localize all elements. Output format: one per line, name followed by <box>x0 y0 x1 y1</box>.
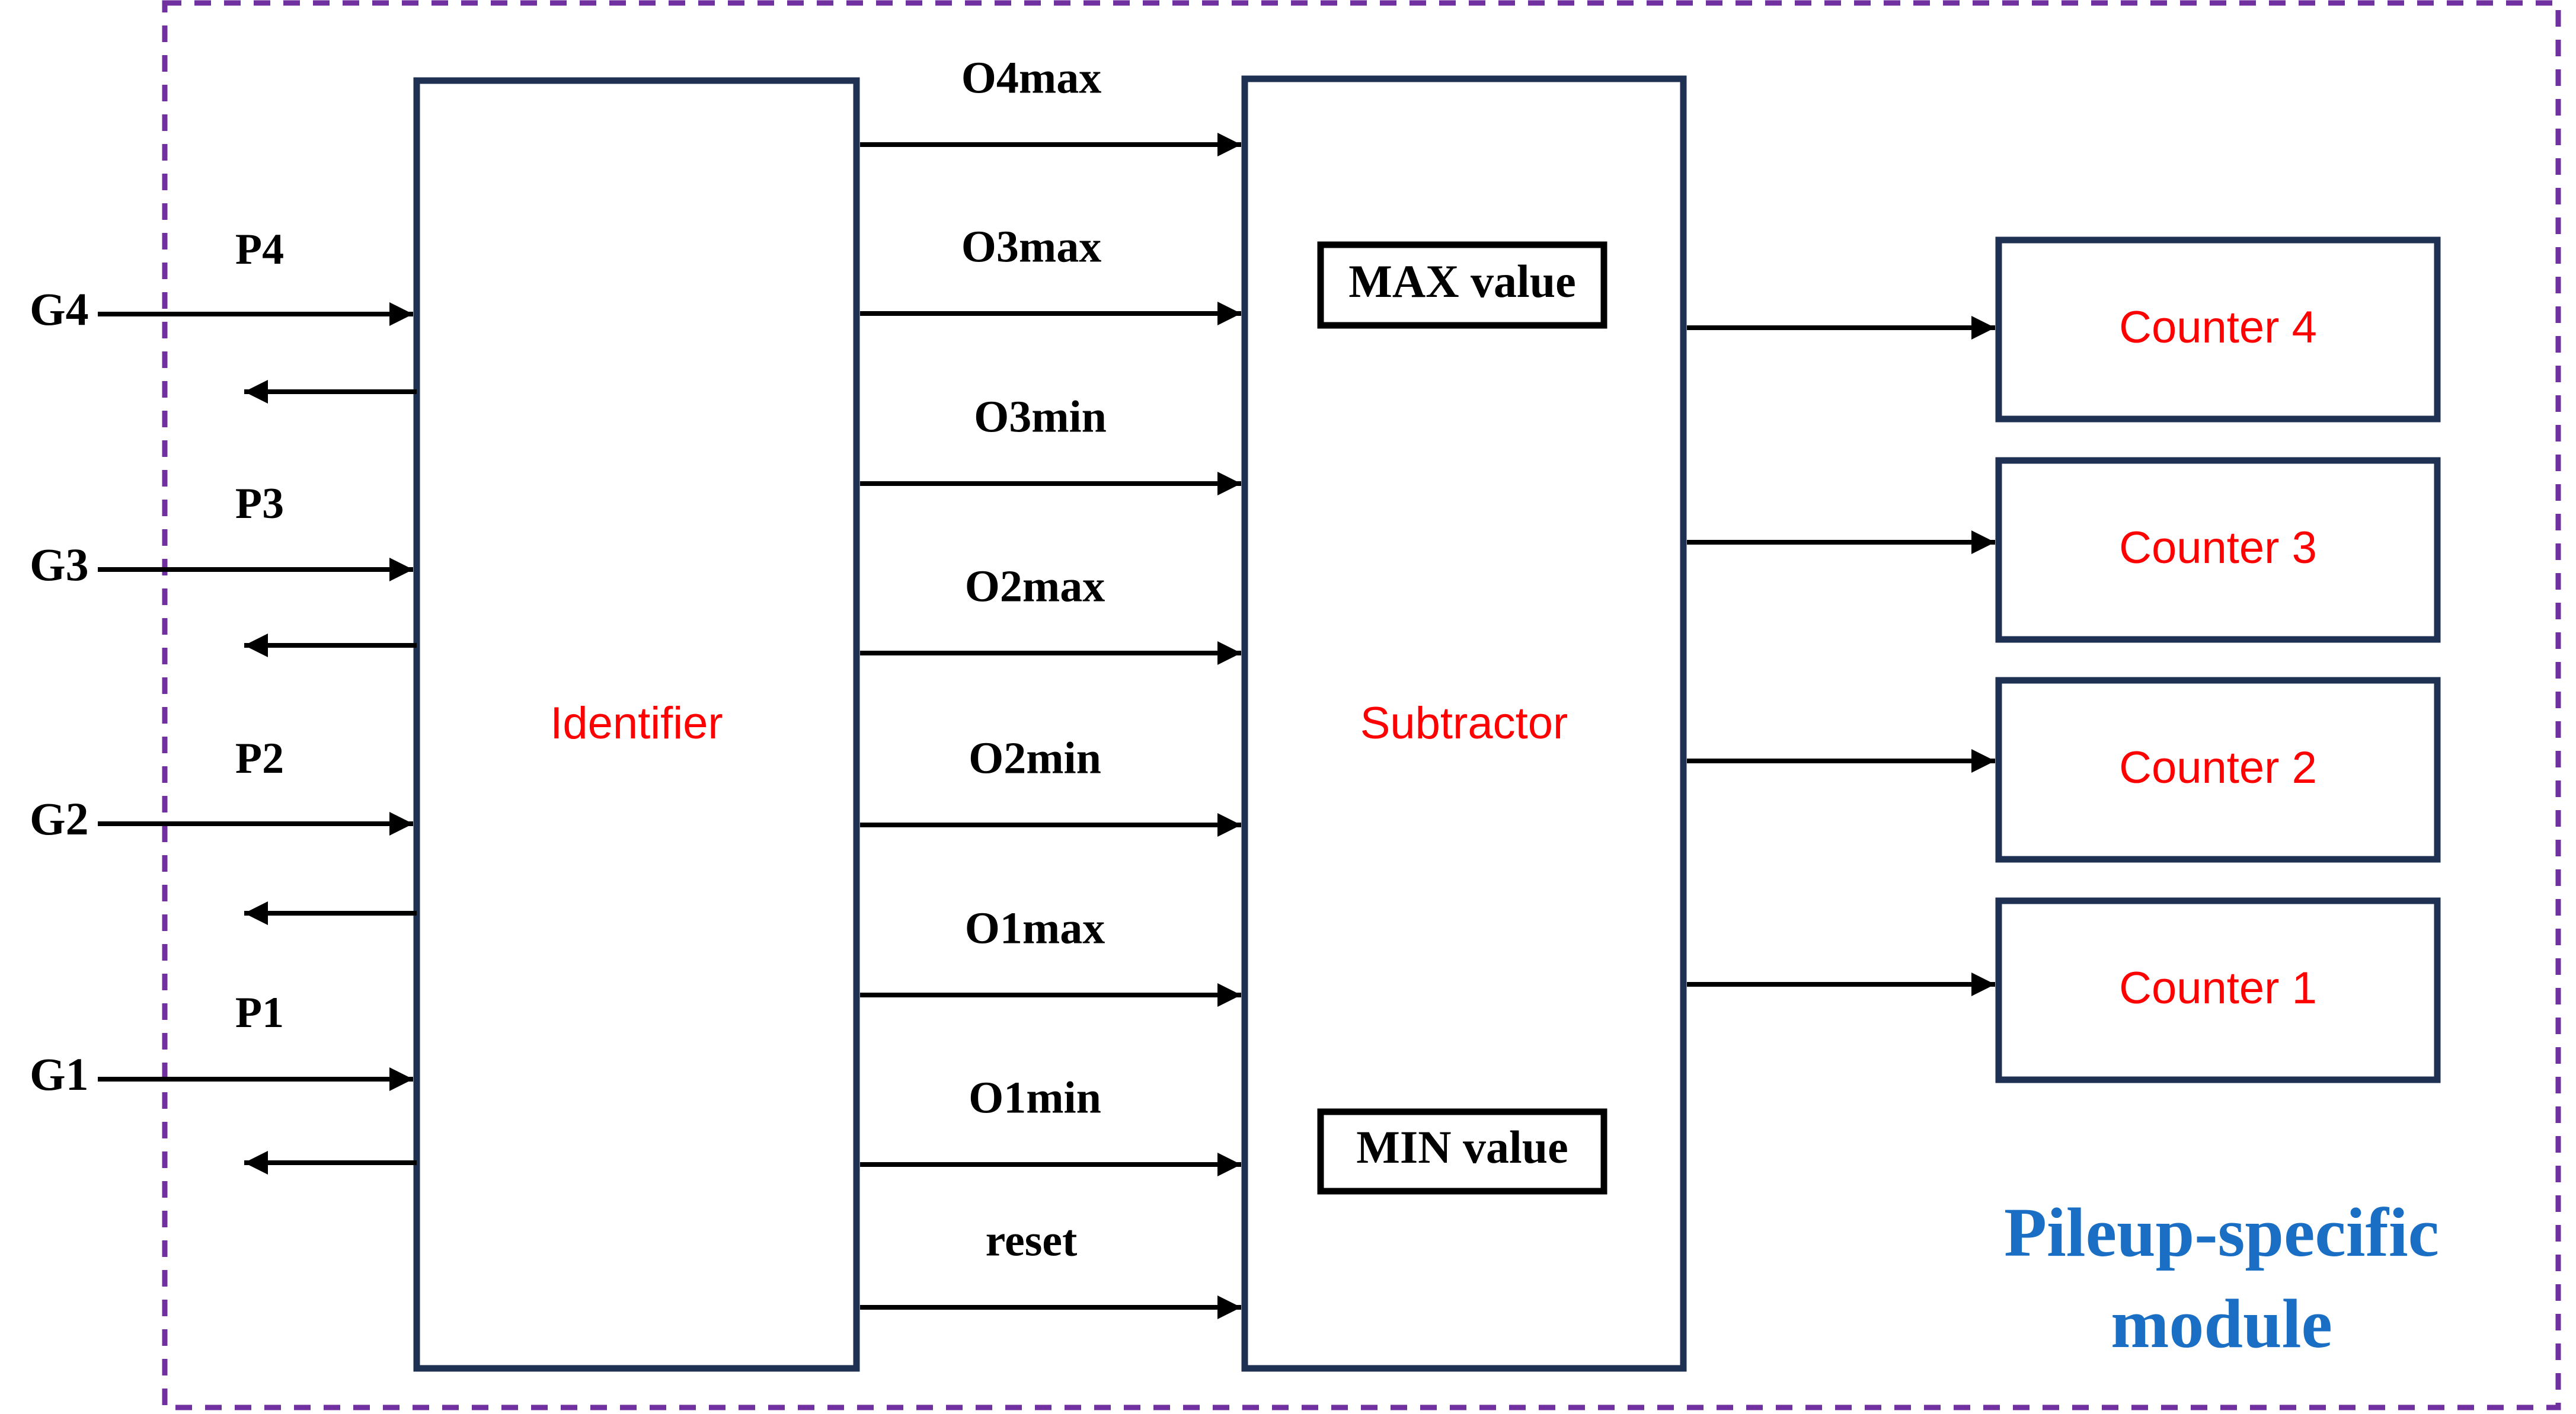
signal-label-o4max: O4max <box>961 53 1101 103</box>
signal-label-p3: P3 <box>235 479 284 528</box>
min-value-box <box>1317 1108 1607 1195</box>
counter-4: Counter 4 <box>1995 236 2441 423</box>
max-value-box <box>1317 241 1607 329</box>
signal-label-o3max: O3max <box>961 222 1101 271</box>
module-title-line2: module <box>2111 1285 2332 1362</box>
counter-box <box>1995 897 2441 1083</box>
counter-3: Counter 3 <box>1995 457 2441 643</box>
identifier-block <box>413 77 860 1372</box>
module-boundary <box>162 0 2561 1410</box>
counter-label: Counter 4 <box>2119 302 2317 353</box>
identifier-label: Identifier <box>550 698 723 748</box>
counter-label: Counter 2 <box>2119 743 2317 793</box>
signal-label-p1: P1 <box>235 988 284 1037</box>
signal-label-reset: reset <box>986 1215 1078 1265</box>
counter-box <box>1995 677 2441 863</box>
signal-label-o3min: O3min <box>974 392 1107 442</box>
counter-box <box>1995 236 2441 423</box>
signal-label-o1min: O1min <box>969 1073 1101 1122</box>
counter-label: Counter 3 <box>2119 523 2317 573</box>
input-label-g3: G3 <box>30 539 89 590</box>
signal-label-p2: P2 <box>235 734 284 783</box>
input-label-g4: G4 <box>30 283 89 335</box>
signal-label-o2max: O2max <box>965 561 1105 611</box>
min-value-label: MIN value <box>1356 1121 1568 1173</box>
signal-label-p4: P4 <box>235 225 284 274</box>
counter-box <box>1995 457 2441 643</box>
input-label-g1: G1 <box>30 1048 89 1100</box>
subtractor-label: Subtractor <box>1360 698 1568 748</box>
max-value-label: MAX value <box>1348 255 1575 307</box>
signal-label-o2min: O2min <box>969 733 1101 783</box>
module-title-line1: Pileup-specific <box>2004 1194 2439 1271</box>
input-label-g2: G2 <box>30 793 89 844</box>
counter-2: Counter 2 <box>1995 677 2441 863</box>
counter-label: Counter 1 <box>2119 963 2317 1013</box>
counter-1: Counter 1 <box>1995 897 2441 1083</box>
signal-label-o1max: O1max <box>965 903 1105 953</box>
